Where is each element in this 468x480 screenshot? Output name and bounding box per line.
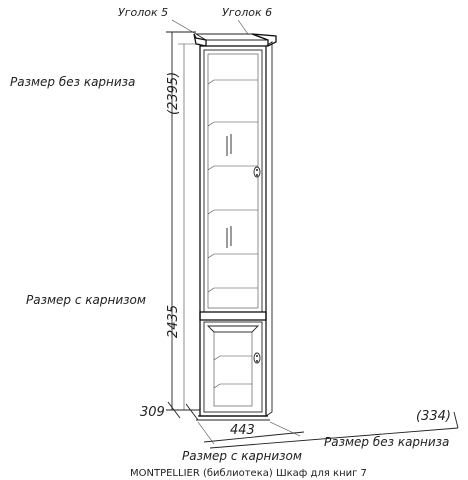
middle-rail	[199, 311, 267, 321]
hinge-upper	[253, 166, 261, 178]
lower-door-panel-top	[206, 325, 260, 333]
lower-door-panel	[213, 331, 253, 407]
size-with-cornice-left-label: Размер с карнизом	[26, 293, 146, 307]
size-with-cornice-bottom-label: Размер с карнизом	[182, 449, 302, 463]
depth-dimension: 309	[140, 405, 165, 420]
bookcase	[193, 33, 277, 421]
lower-door	[203, 321, 263, 413]
width-with-cornice-dimension: 443	[230, 423, 255, 438]
width-no-cornice-dimension: (334)	[416, 409, 451, 424]
height-with-cornice-dimension: 2435	[166, 305, 181, 338]
corner-6-label: Уголок 6	[222, 6, 272, 19]
drawing-caption: MONTPELLIER (библиотека) Шкаф для книг 7	[130, 468, 367, 479]
height-no-cornice-dimension: (2395)	[166, 72, 181, 115]
upper-glass-door	[203, 49, 263, 313]
cornice-left	[193, 33, 207, 47]
corner-6-leader	[237, 19, 249, 35]
size-no-cornice-left-label: Размер без карниза	[10, 75, 135, 89]
height-dimension	[166, 31, 200, 421]
corner-5-label: Уголок 5	[118, 6, 168, 19]
width-dimension	[197, 411, 459, 449]
hinge-lower	[253, 352, 261, 364]
glass-door-handles	[226, 134, 232, 248]
glass-shelves	[207, 79, 258, 293]
size-no-cornice-bottom-label: Размер без карниза	[324, 435, 449, 449]
cabinet-side	[265, 41, 273, 417]
